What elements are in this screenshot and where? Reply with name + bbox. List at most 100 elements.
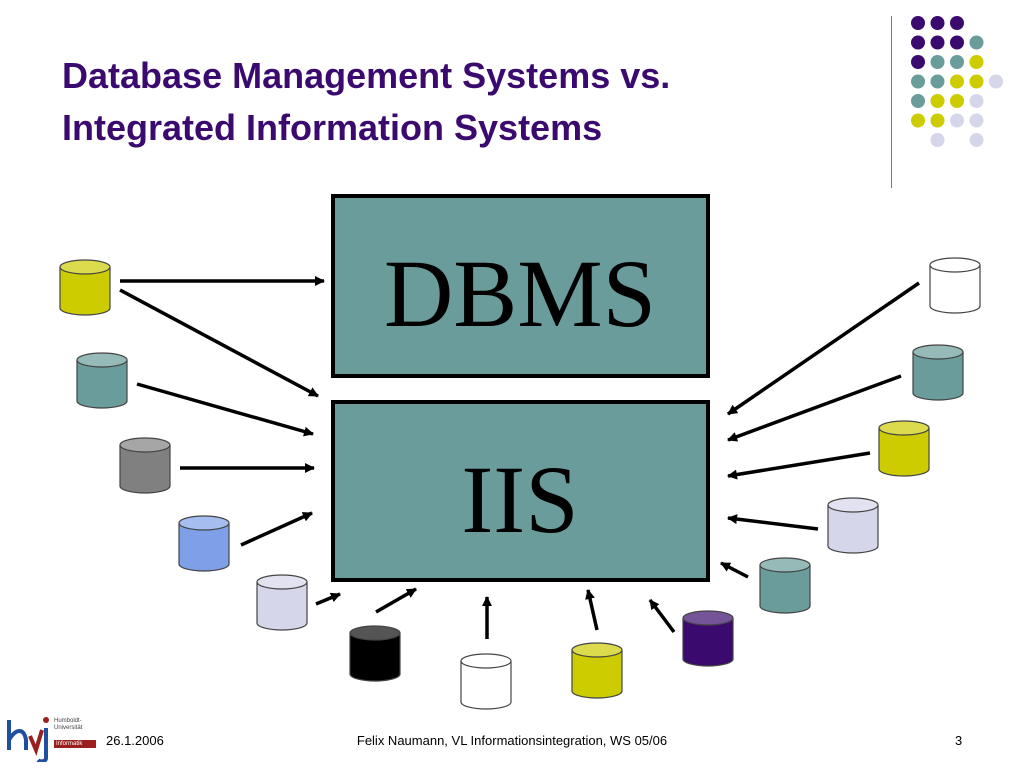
arrow-13 bbox=[727, 451, 871, 480]
decorative-dot bbox=[969, 74, 984, 89]
arrow-10 bbox=[648, 598, 676, 634]
decorative-dot bbox=[911, 94, 925, 108]
data-source-group bbox=[59, 257, 981, 710]
decorative-dot bbox=[930, 113, 945, 128]
database-cylinder-left-8-top bbox=[571, 642, 623, 658]
database-cylinder-right-1-body bbox=[929, 265, 981, 314]
database-cylinder-left-2 bbox=[76, 352, 128, 409]
decorative-dot bbox=[969, 55, 984, 69]
database-cylinder-right-5 bbox=[759, 557, 811, 614]
decorative-dot bbox=[930, 74, 945, 89]
decorative-dot bbox=[950, 35, 964, 50]
dbms-box bbox=[331, 194, 710, 378]
database-cylinder-left-3-top bbox=[119, 437, 171, 453]
database-cylinder-left-8 bbox=[571, 642, 623, 699]
database-cylinder-right-2-body bbox=[912, 352, 964, 401]
decorative-dot bbox=[950, 55, 964, 69]
database-cylinder-left-5-body bbox=[256, 582, 308, 631]
hu-logo-mark-icon bbox=[7, 717, 49, 762]
decorative-dot bbox=[950, 94, 964, 108]
vertical-divider bbox=[891, 16, 892, 188]
database-cylinder-left-5-top bbox=[256, 574, 308, 590]
decorative-dot bbox=[930, 16, 945, 30]
footer-date: 26.1.2006 bbox=[106, 733, 164, 748]
arrow-12 bbox=[727, 374, 902, 442]
decorative-dot bbox=[911, 55, 925, 69]
database-cylinder-left-8-body bbox=[571, 650, 623, 699]
database-cylinder-left-1 bbox=[59, 259, 111, 316]
database-cylinder-right-4-body bbox=[827, 505, 879, 554]
database-cylinder-left-6 bbox=[349, 625, 401, 682]
logo-department-bar: Informatik bbox=[54, 740, 96, 748]
slide-title-line-2: Integrated Information Systems bbox=[62, 107, 603, 148]
database-cylinder-left-6-top bbox=[349, 625, 401, 641]
decorative-dot bbox=[969, 35, 984, 50]
database-cylinder-right-1 bbox=[929, 257, 981, 314]
decorative-dot bbox=[930, 35, 945, 50]
decorative-dot-grid bbox=[911, 16, 1003, 147]
decorative-dot bbox=[930, 55, 945, 69]
iis-box-label: IIS bbox=[461, 446, 578, 553]
decorative-dot bbox=[950, 113, 964, 128]
decorative-dot bbox=[911, 35, 925, 50]
database-cylinder-right-2-top bbox=[912, 344, 964, 360]
database-cylinder-left-2-body bbox=[76, 360, 128, 409]
university-logo: Humboldt- Universität Informatik bbox=[6, 714, 96, 764]
database-cylinder-right-1-top bbox=[929, 257, 981, 273]
decorative-dot bbox=[969, 113, 984, 128]
database-cylinder-right-2 bbox=[912, 344, 964, 401]
database-cylinder-right-5-top bbox=[759, 557, 811, 573]
arrow-14 bbox=[727, 514, 819, 531]
logo-line-2: Universität bbox=[54, 725, 83, 731]
database-cylinder-left-4 bbox=[178, 515, 230, 572]
database-cylinder-left-7 bbox=[460, 653, 512, 710]
arrow-9 bbox=[585, 589, 599, 631]
database-cylinder-left-7-top bbox=[460, 653, 512, 669]
arrow-11 bbox=[727, 281, 920, 416]
arrow-7 bbox=[375, 587, 417, 614]
database-cylinder-left-1-top bbox=[59, 259, 111, 275]
database-cylinder-right-3-top bbox=[878, 420, 930, 436]
database-cylinder-right-4 bbox=[827, 497, 879, 554]
arrow-5 bbox=[240, 511, 313, 547]
database-cylinder-left-4-top bbox=[178, 515, 230, 531]
decorative-dot bbox=[969, 94, 984, 108]
decorative-dot bbox=[989, 74, 1003, 89]
decorative-dot bbox=[930, 94, 945, 108]
database-cylinder-right-4-top bbox=[827, 497, 879, 513]
database-cylinder-right-3 bbox=[878, 420, 930, 477]
database-cylinder-left-2-top bbox=[76, 352, 128, 368]
slide-title-line-1: Database Management Systems vs. bbox=[62, 55, 671, 96]
decorative-dot bbox=[911, 113, 925, 128]
decorative-dot bbox=[950, 74, 964, 89]
database-cylinder-right-3-body bbox=[878, 428, 930, 477]
slide-title: Database Management Systems vs. Integrat… bbox=[62, 50, 862, 154]
database-cylinder-left-7-body bbox=[460, 661, 512, 710]
arrow-group bbox=[119, 276, 920, 639]
arrow-3 bbox=[136, 382, 314, 437]
database-cylinder-left-4-body bbox=[178, 523, 230, 572]
footer-author: Felix Naumann, VL Informationsintegratio… bbox=[356, 733, 668, 748]
decorative-dot bbox=[911, 74, 925, 89]
iis-box bbox=[331, 400, 710, 582]
dbms-box-label: DBMS bbox=[384, 240, 656, 347]
arrow-15 bbox=[720, 561, 749, 579]
footer-page-number: 3 bbox=[955, 733, 963, 748]
database-cylinder-right-5-body bbox=[759, 565, 811, 614]
decorative-dot bbox=[930, 133, 945, 147]
logo-line-1: Humboldt- bbox=[54, 718, 82, 724]
database-cylinder-left-3-body bbox=[119, 445, 171, 494]
database-cylinder-left-1-body bbox=[59, 267, 111, 316]
logo-university-text: Humboldt- Universität bbox=[54, 718, 98, 732]
database-cylinder-right-6 bbox=[682, 610, 734, 667]
arrow-2 bbox=[119, 288, 319, 398]
decorative-dot bbox=[950, 16, 964, 30]
arrow-6 bbox=[315, 592, 341, 606]
database-cylinder-left-5 bbox=[256, 574, 308, 631]
database-cylinder-left-3 bbox=[119, 437, 171, 494]
decorative-dot bbox=[969, 133, 984, 147]
decorative-dot bbox=[911, 16, 925, 30]
database-cylinder-right-6-top bbox=[682, 610, 734, 626]
database-cylinder-left-6-body bbox=[349, 633, 401, 682]
